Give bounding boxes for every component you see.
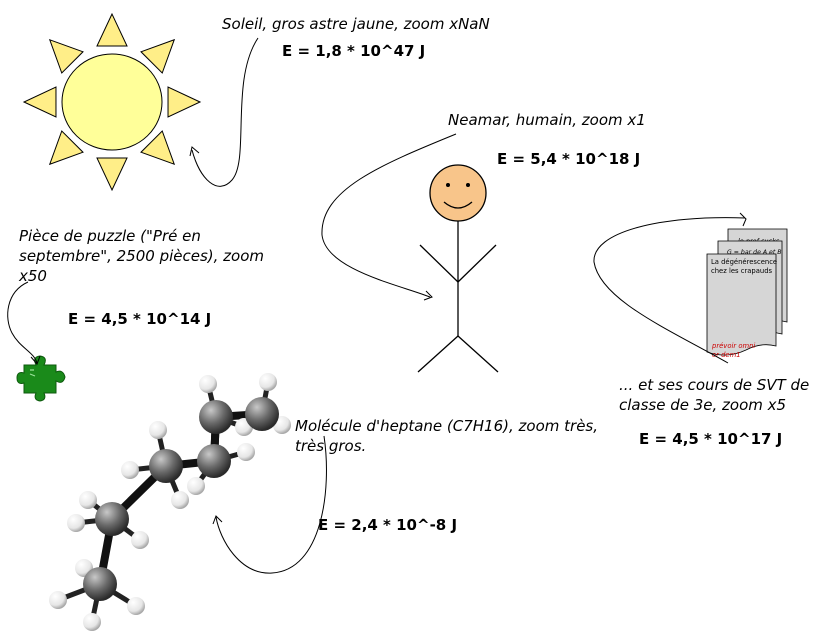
hydrogen-atom <box>127 597 145 615</box>
human-connector-arrow <box>321 133 457 298</box>
sun-body <box>61 53 163 151</box>
sun-rays <box>22 12 202 192</box>
sun-ray <box>48 38 84 74</box>
sun-ray <box>22 86 57 118</box>
carbon-atom <box>199 400 233 434</box>
docs-connector-arrow <box>593 217 746 364</box>
hydrogen-atom <box>149 421 167 439</box>
sun-ray <box>96 157 128 192</box>
sun-ray <box>167 86 202 118</box>
stick-figure-icon <box>417 164 499 373</box>
svt-course-documents-icon: le prof sucks G = bar de A et B La dégén… <box>706 228 788 359</box>
hydrogen-atom <box>83 613 101 631</box>
puzzle-caption: Pièce de puzzle ("Pré en septembre", 250… <box>19 227 265 285</box>
hydrogen-atom <box>199 375 217 393</box>
sun-icon <box>22 12 202 192</box>
sun-ray <box>140 130 176 166</box>
sun-ray <box>96 12 128 47</box>
stick-figure-head <box>429 164 487 222</box>
hydrogen-atom <box>121 461 139 479</box>
sun-caption: Soleil, gros astre jaune, zoom xNaN <box>222 15 490 33</box>
hydrogen-atom <box>67 514 85 532</box>
molecule-caption: Molécule d'heptane (C7H16), zoom très, t… <box>295 417 599 455</box>
puzzle-piece-icon <box>16 355 66 402</box>
puzzle-connector-arrow <box>7 281 38 364</box>
carbon-atom <box>245 397 279 431</box>
puzzle-piece-shape <box>16 355 66 402</box>
carbon-atom <box>95 502 129 536</box>
carbon-atom <box>83 567 117 601</box>
human-caption: Neamar, humain, zoom x1 <box>448 111 646 129</box>
doc-page-front: La dégénérescence chez les crapauds prév… <box>706 253 779 359</box>
hydrogen-atom <box>237 443 255 461</box>
sun-energy: E = 1,8 * 10^47 J <box>282 42 426 60</box>
hydrogen-atom <box>171 491 189 509</box>
sun-connector-arrow <box>191 37 259 187</box>
doc-middle-text: G = bar de A et B <box>727 248 782 256</box>
docs-energy: E = 4,5 * 10^17 J <box>639 430 783 448</box>
sun-ray <box>140 38 176 74</box>
sun-ray <box>48 130 84 166</box>
molecule-connector-arrow <box>215 435 327 574</box>
hydrogen-atom <box>187 477 205 495</box>
docs-caption: ... et ses cours de SVT de classe de 3e,… <box>619 376 810 414</box>
human-energy: E = 5,4 * 10^18 J <box>497 150 641 168</box>
hydrogen-atom <box>131 531 149 549</box>
carbon-atom <box>149 449 183 483</box>
doc-front-red-note: prévoir omni or dem1 <box>711 342 757 359</box>
molecule-energy: E = 2,4 * 10^-8 J <box>318 516 458 534</box>
doc-front-title: La dégénérescence chez les crapauds <box>711 258 779 275</box>
heptane-molecule-icon <box>49 373 291 631</box>
hydrogen-atom <box>49 591 67 609</box>
hydrogen-atom <box>259 373 277 391</box>
puzzle-energy: E = 4,5 * 10^14 J <box>68 310 212 328</box>
hydrogen-atom <box>79 491 97 509</box>
connector-arrows <box>7 37 747 574</box>
carbon-atom <box>197 444 231 478</box>
